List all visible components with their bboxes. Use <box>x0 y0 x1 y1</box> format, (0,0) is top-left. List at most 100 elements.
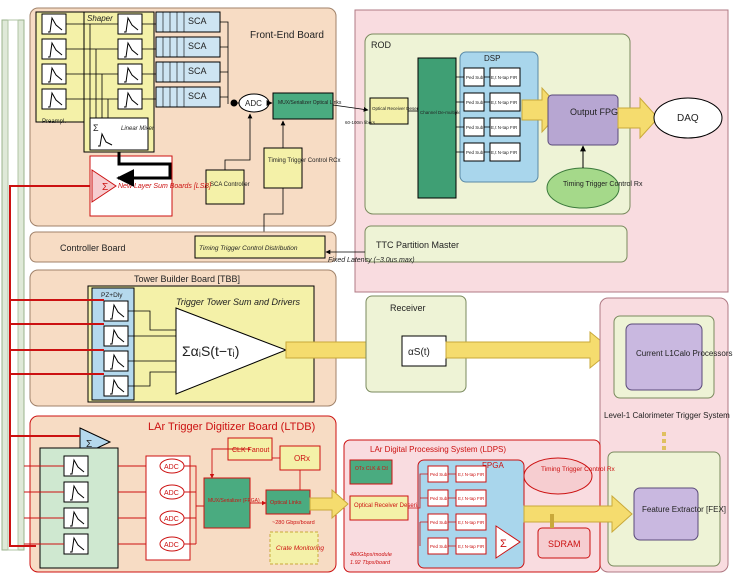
crate-monitoring-label: Crate Monitoring <box>276 545 324 552</box>
ldps-fir-label-3: E,t N-tap FIR <box>458 520 485 525</box>
fixed-latency-label: Fixed Latency (~3.0us max) <box>328 257 415 264</box>
rod-ttc-receiver <box>546 167 620 209</box>
tbb-channel-3 <box>103 350 129 372</box>
linear-mixer <box>89 117 149 151</box>
ltdb-sigma: Σ <box>86 439 92 450</box>
current-l1calo-processors <box>625 323 703 391</box>
tbb-formula: ΣαᵢS(t−τᵢ) <box>182 343 239 359</box>
rod-ped-label-1: Ped Sub <box>466 75 484 80</box>
ltdb-rate-label: ~280 Gbps/board <box>272 520 315 526</box>
sca-label-2: SCA <box>188 41 207 51</box>
lsb-label: New Layer Sum Boards [LSB] <box>118 183 212 190</box>
crate-monitoring <box>269 531 319 565</box>
ldps-fir-label-2: E,t N-tap FIR <box>458 496 485 501</box>
ldps-to-fex-arrow <box>523 494 633 534</box>
ldps-optical-label: Optical Receiver Deserializer <box>354 503 431 509</box>
ltdb-adc-label-3: ADC <box>164 516 179 523</box>
ldps-rate-2: 1.92 Tbps/board <box>350 560 391 566</box>
sca-array: SCA SCA SCA SCA <box>155 11 229 108</box>
ttc-distribution <box>194 235 326 259</box>
fe-mux-label: MUX/Serializer Optical Links <box>278 100 342 106</box>
ldps-ttc-receiver <box>523 457 593 495</box>
ldps-sdram <box>537 527 591 559</box>
ldps-optical-receiver <box>349 495 409 521</box>
ldps-ped-label-4: Ped Sub <box>430 544 448 549</box>
rod-title: ROD <box>371 40 392 50</box>
rod-fir-label-2: E,t N-tap FIR <box>491 100 518 105</box>
rod-demux-label: Channel De-multiplexer Input FPGA <box>420 110 492 115</box>
tbb-channel-1 <box>103 300 129 322</box>
ttc-partition-label: TTC Partition Master <box>376 240 459 250</box>
ldps-title: LAr Digital Processing System (LDPS) <box>370 445 506 454</box>
preamp-channel-1 <box>41 13 67 35</box>
ltdb-adc-label-1: ADC <box>164 464 179 471</box>
ldps-ped-label-3: Ped Sub <box>430 520 448 525</box>
ldps-channels: Ped Sub Ped Sub Ped Sub Ped Sub E,t N-ta… <box>408 465 487 555</box>
receiver-title: Receiver <box>390 303 426 313</box>
tbb-channel-4 <box>103 375 129 397</box>
shaper-channel-3 <box>117 63 143 85</box>
shaper-label: Shaper <box>87 14 113 23</box>
ldps-fpga-label: FPGA <box>482 461 504 470</box>
rod-output-fpga <box>547 94 619 146</box>
tbb-title: Tower Builder Board [TBB] <box>134 274 240 284</box>
daq[interactable] <box>653 97 723 139</box>
feature-extractor[interactable] <box>633 487 699 541</box>
fe-ttc-receiver <box>263 147 303 189</box>
ltdb-title: LAr Trigger Digitizer Board (LTDB) <box>148 421 315 433</box>
ltdb-adc-label-4: ADC <box>164 542 179 549</box>
sca-label-4: SCA <box>188 91 207 101</box>
rod-optical-label: Optical Receiver Deserializer <box>372 106 431 111</box>
ldps-sigma: Σ <box>500 538 507 550</box>
sca-label-3: SCA <box>188 66 207 76</box>
preamp-channel-4 <box>41 88 67 110</box>
fex-label: Feature Extractor [FEX] <box>642 505 726 514</box>
ltdb-optical-label: Optical Links <box>270 500 302 506</box>
lsb-sigma: Σ <box>102 182 108 193</box>
linear-mixer-label: Linear Mixer <box>121 126 155 132</box>
rod-ped-label-2: Ped Sub <box>466 100 484 105</box>
rod-fir-label-4: E,t N-tap FIR <box>491 150 518 155</box>
mixer-sigma: Σ <box>93 123 99 133</box>
ttc-distribution-label: Timing Trigger Control Distribution <box>199 245 298 252</box>
ltdb-to-ldps-arrow <box>309 488 349 520</box>
ldps-otx <box>349 459 393 485</box>
shaper-channel-2 <box>117 38 143 60</box>
receiver-to-l1calo-arrow <box>445 330 613 370</box>
rod-output-fpga-label: Output FPGA <box>570 107 624 117</box>
fe-ttc-label: Timing Trigger Control RCx <box>268 158 340 164</box>
current-l1calo-label: Current L1Calo Processors <box>636 349 732 358</box>
ldps-otx-label: OTx CLK & Ctl <box>355 466 388 472</box>
rod-demux <box>417 57 457 199</box>
adc-input-node <box>230 99 238 107</box>
ldps-rate-1: 480Gbps/module <box>350 552 392 558</box>
sca-label-1: SCA <box>188 16 207 26</box>
shaper-channel-1 <box>117 13 143 35</box>
clk-fanout-label: CLK Fanout <box>232 447 269 454</box>
fpga-to-daq-arrow <box>617 96 659 140</box>
ttc-partition-master <box>364 225 628 263</box>
ldps-ttc-label: Timing Trigger Control Rx <box>541 466 616 473</box>
preamp-channel-2 <box>41 38 67 60</box>
ldps-ped-label-1: Ped Sub <box>430 472 448 477</box>
ldps-sum-amp <box>495 525 521 559</box>
rod-ped-label-3: Ped Sub <box>466 125 484 130</box>
ldps-fir-label-1: E,t N-tap FIR <box>458 472 485 477</box>
ltdb-channel-1 <box>63 455 89 477</box>
rod-fir-label-3: E,t N-tap FIR <box>491 125 518 130</box>
l1calo-title: Level-1 Calorimeter Trigger System <box>604 411 730 420</box>
detector-inner-strip <box>7 19 19 551</box>
ltdb-mux-label: MUX/Serializer (FPGA) <box>208 498 260 504</box>
ltdb-orx-label: ORx <box>294 454 310 463</box>
fe-mux-optical-links <box>272 92 334 120</box>
controller-title: Controller Board <box>60 243 126 253</box>
fe-adc-label: ADC <box>245 99 262 108</box>
fiber-length-label: 60-100m fibers <box>345 120 376 125</box>
receiver-formula: αS(t) <box>408 347 430 358</box>
tbb-channel-2 <box>103 325 129 347</box>
preamp-label: Preampl. <box>42 119 66 125</box>
ldps-sdram-label: SDRAM <box>548 539 581 549</box>
preamp-channel-3 <box>41 63 67 85</box>
